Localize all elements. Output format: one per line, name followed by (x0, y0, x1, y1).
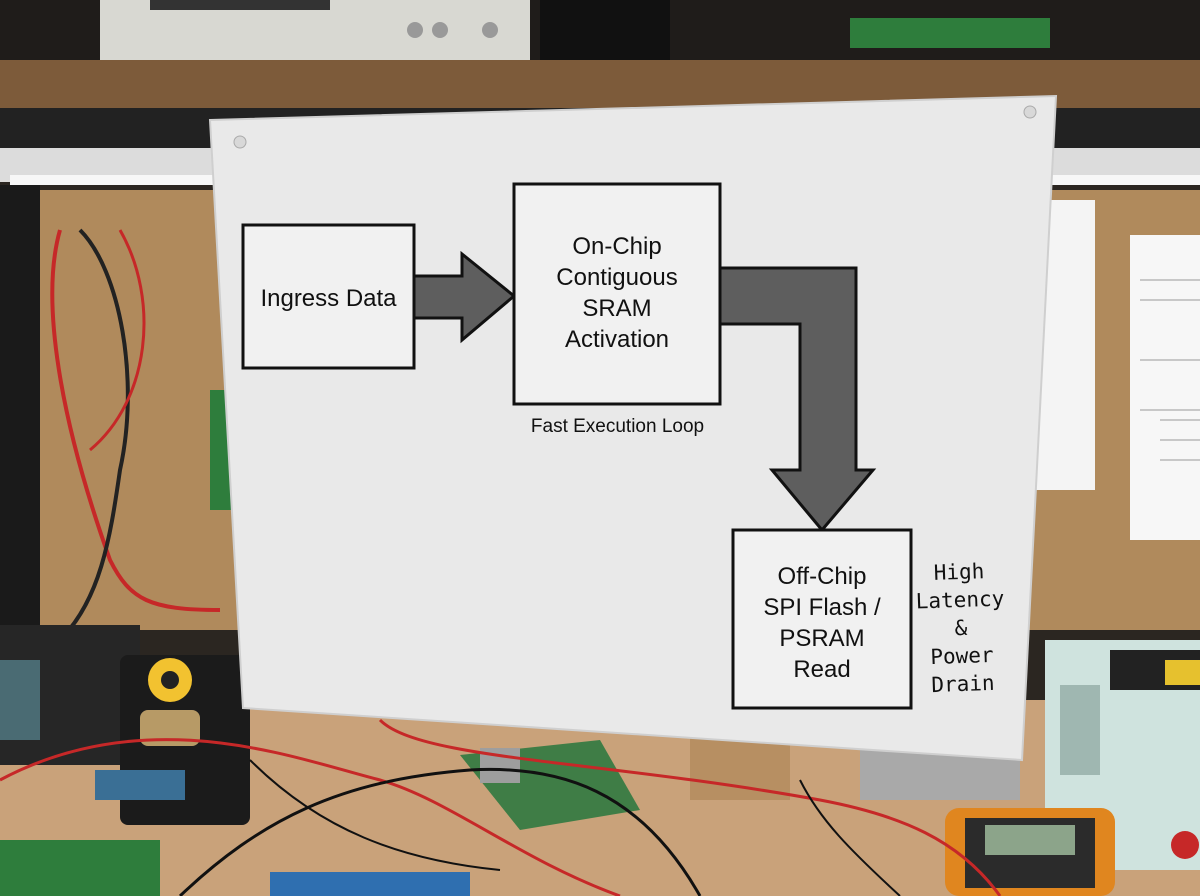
ingress-data-label: Ingress Data (260, 285, 397, 312)
oscilloscope (100, 0, 530, 68)
sram-activation-box (512, 182, 722, 406)
handwritten-latency-note: High Latency & Power Drain (915, 559, 1005, 698)
pin-left (233, 135, 247, 149)
ingress-data-box (241, 223, 416, 370)
fast-execution-loop-caption: Fast Execution Loop (530, 416, 705, 437)
arrow-ingress-to-sram (412, 250, 517, 344)
shelf-circuit-board (850, 18, 1050, 48)
wall-sheet-2 (1130, 235, 1200, 540)
arrow-sram-to-offchip (718, 266, 877, 533)
cup (690, 735, 790, 800)
bench-circuit-board (0, 840, 160, 896)
power-brick (540, 0, 670, 64)
offchip-read-box (731, 528, 913, 710)
blue-mat (270, 872, 470, 896)
sram-activation-label: On-Chip Contiguous SRAM Activation (556, 233, 678, 353)
cleaning-sponge (95, 770, 185, 800)
pin-right (1023, 105, 1037, 119)
offchip-read-label: Off-Chip SPI Flash / PSRAM Read (763, 563, 881, 683)
